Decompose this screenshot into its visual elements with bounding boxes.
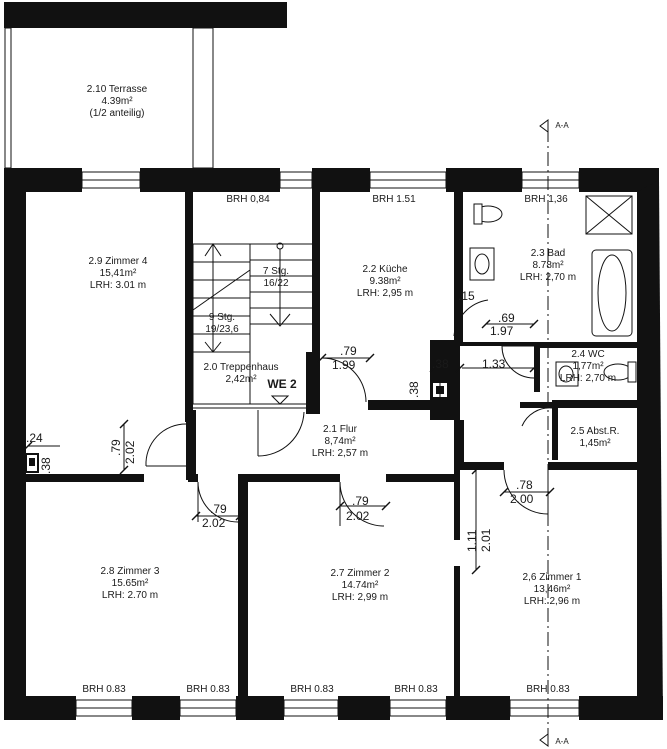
room-area: 15.65m²	[111, 578, 149, 589]
dim-111: 1.11	[465, 529, 479, 552]
room-lrh: LRH: 2,70 m	[519, 272, 577, 283]
brh-kueche: BRH 1.51	[372, 194, 416, 205]
dim-79-z4: .79	[109, 439, 123, 456]
room-name: 2.10 Terrasse	[86, 84, 148, 95]
dim-15: .15	[458, 289, 475, 303]
room-treppenhaus: 2.0 Treppenhaus 2,42m²	[198, 362, 284, 386]
room-name: 2.1 Flur	[323, 424, 357, 435]
brh-bad: BRH 1,36	[524, 194, 568, 205]
room-zimmer2: 2.7 Zimmer 2 14.74m² LRH: 2,99 m	[312, 568, 408, 604]
room-name: 2.8 Zimmer 3	[100, 566, 160, 577]
room-area: 13,46m²	[533, 584, 571, 595]
room-terrasse: 2.10 Terrasse 4.39m² (1/2 anteilig)	[62, 84, 172, 120]
room-lrh: LRH: 2,57 m	[311, 448, 369, 459]
room-lrh: LRH: 2,70 m	[559, 373, 617, 384]
dim-78: .78	[516, 478, 533, 492]
brh-z3a: BRH 0.83	[82, 684, 126, 695]
room-area: 1,77m²	[572, 361, 604, 372]
section-line	[539, 119, 549, 747]
dim-200: 2.00	[510, 492, 534, 506]
brh-treppe: BRH 0,84	[226, 194, 270, 205]
room-area: 8.78m²	[532, 260, 564, 271]
room-note: (1/2 anteilig)	[89, 108, 145, 119]
unit-label: WE 2	[267, 377, 297, 391]
room-name: 2.9 Zimmer 4	[88, 256, 148, 267]
room-name: 2,6 Zimmer 1	[522, 572, 582, 583]
section-label-bottom: A-A	[555, 737, 569, 746]
dim-69: .69	[498, 311, 515, 325]
room-area: 14.74m²	[341, 580, 379, 591]
room-wc: 2.4 WC 1,77m² LRH: 2,70 m	[550, 349, 626, 385]
room-lrh: LRH: 2,95 m	[356, 288, 414, 299]
room-zimmer4: 2.9 Zimmer 4 15,41m² LRH: 3.01 m	[70, 256, 166, 292]
room-kueche: 2.2 Küche 9.38m² LRH: 2,95 m	[340, 264, 430, 300]
dim-199: 1.99	[332, 358, 356, 372]
room-lrh: LRH: 2.70 m	[101, 590, 159, 601]
dim-201: 2.01	[479, 528, 493, 552]
dim-202-z2: 2.02	[346, 509, 370, 523]
room-area: 8,74m²	[324, 436, 356, 447]
brh-z1: BRH 0.83	[526, 684, 570, 695]
dim-38-left: .38	[39, 457, 53, 474]
room-area: 9.38m²	[369, 276, 401, 287]
room-lrh: LRH: 2,99 m	[331, 592, 389, 603]
room-abst: 2.5 Abst.R. 1,45m²	[560, 426, 630, 450]
room-bad: 2.3 Bad 8.78m² LRH: 2,70 m	[508, 248, 588, 284]
room-name: 2.3 Bad	[530, 248, 566, 259]
room-zimmer3: 2.8 Zimmer 3 15.65m² LRH: 2.70 m	[82, 566, 178, 602]
dim-38-kuche-v: .38	[407, 381, 421, 398]
room-name: 2.4 WC	[571, 349, 605, 360]
stair-steps: 9 Stg.	[208, 312, 236, 323]
dim-133: 1.33	[482, 357, 506, 371]
section-label-top: A-A	[555, 121, 569, 130]
dim-202-z4: 2.02	[123, 440, 137, 464]
stair-ratio: 19/23,6	[205, 324, 239, 335]
room-area: 2,42m²	[225, 374, 257, 385]
dim-79-flur: .79	[340, 344, 357, 358]
dim-197: 1.97	[490, 324, 514, 338]
room-area: 1,45m²	[579, 438, 611, 449]
stair-ratio: 16/22	[263, 278, 289, 289]
dimension-lines	[28, 323, 550, 570]
brh-z2b: BRH 0.83	[394, 684, 438, 695]
room-lrh: LRH: 3.01 m	[89, 280, 147, 291]
room-name: 2.2 Küche	[362, 264, 408, 275]
dim-79-z3: .79	[210, 502, 227, 516]
room-area: 15,41m²	[99, 268, 137, 279]
room-zimmer1: 2,6 Zimmer 1 13,46m² LRH: 2,96 m	[504, 572, 600, 608]
staircase	[192, 242, 314, 409]
room-area: 4.39m²	[101, 96, 133, 107]
room-flur: 2.1 Flur 8,74m² LRH: 2,57 m	[300, 424, 380, 460]
room-name: 2.0 Treppenhaus	[203, 362, 279, 373]
dim-202-z3: 2.02	[202, 516, 226, 530]
dim-24: .24	[26, 431, 43, 445]
dim-38-kuche-h: .38	[432, 357, 449, 371]
brh-z3b: BRH 0.83	[186, 684, 230, 695]
dimension-ticks	[23, 319, 555, 575]
dim-79-z2: .79	[352, 494, 369, 508]
stair-upper-label: 7 Stg. 16/22	[256, 266, 296, 290]
sanitary	[469, 195, 637, 387]
room-lrh: LRH: 2,96 m	[523, 596, 581, 607]
walls	[4, 2, 663, 720]
room-name: 2.5 Abst.R.	[570, 426, 620, 437]
brh-z2a: BRH 0.83	[290, 684, 334, 695]
room-name: 2.7 Zimmer 2	[330, 568, 390, 579]
stair-lower-label: 9 Stg. 19/23,6	[196, 312, 248, 336]
stair-steps: 7 Stg.	[262, 266, 290, 277]
